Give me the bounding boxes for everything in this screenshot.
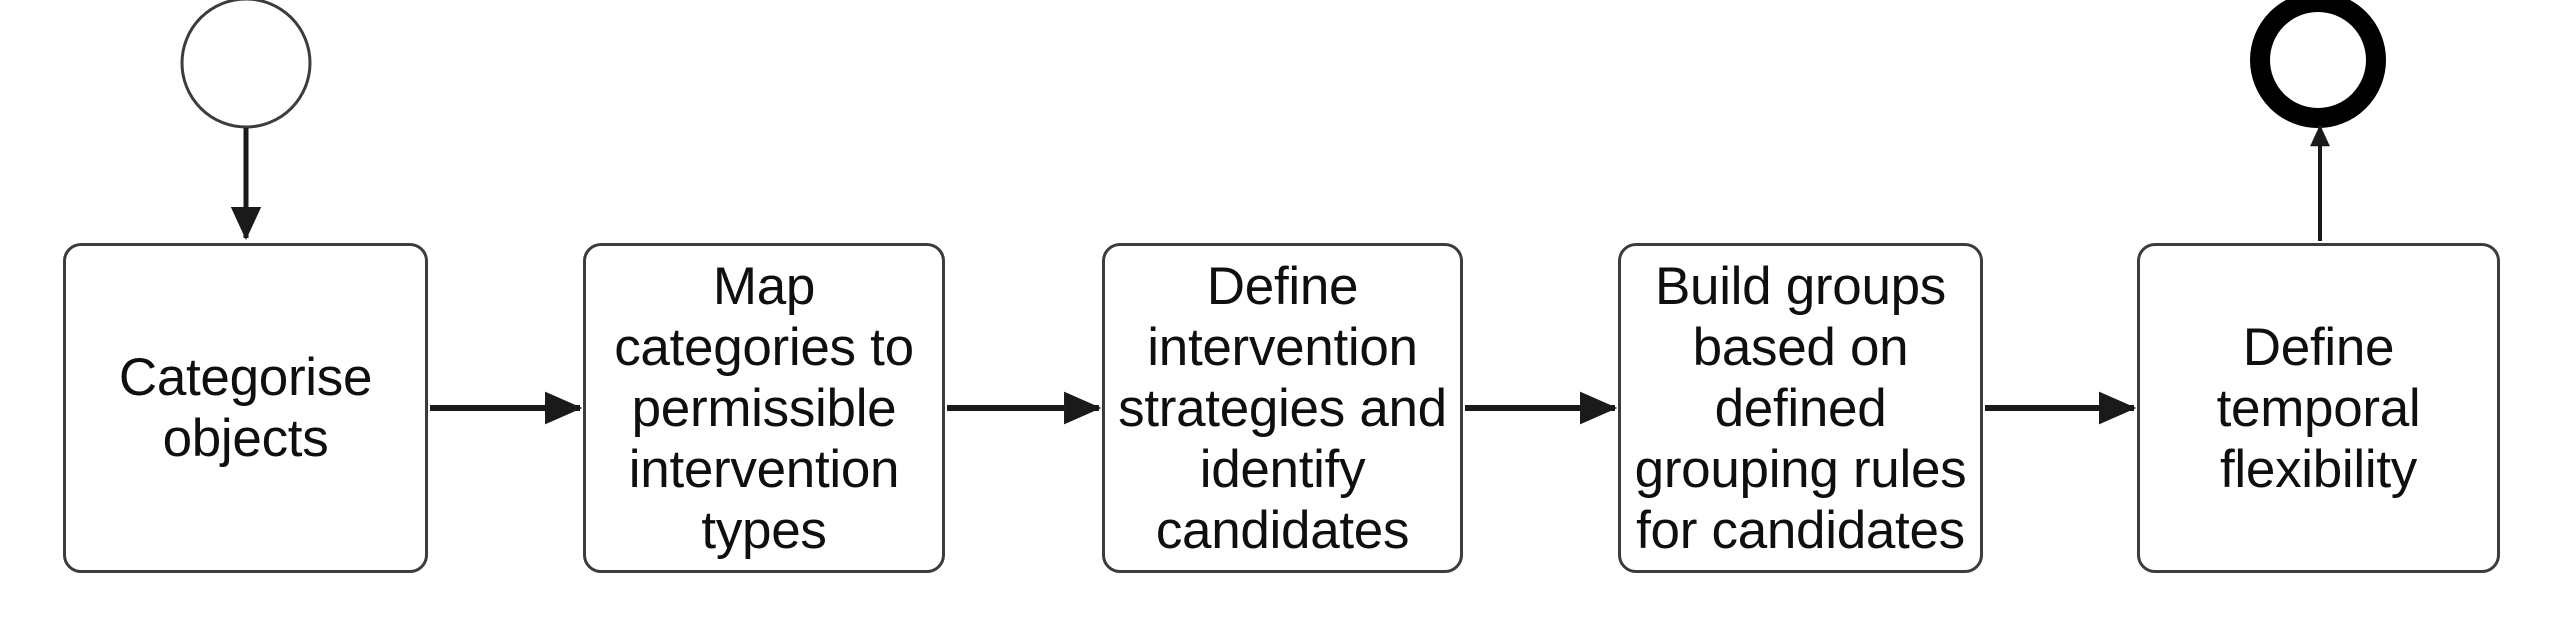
node-define-temporal-flexibility[interactable]: Define temporal flexibility — [2137, 243, 2500, 573]
node-label-categorise-objects: Categorise objects — [118, 348, 373, 468]
node-label-map-categories: Map categories to permissible interventi… — [614, 256, 914, 560]
node-label-define-intervention-strategies: Define intervention strategies and ident… — [1118, 256, 1447, 560]
node-map-categories[interactable]: Map categories to permissible interventi… — [583, 243, 945, 573]
node-label-define-temporal-flexibility: Define temporal flexibility — [2216, 317, 2421, 499]
start-event-circle — [180, 0, 312, 129]
node-categorise-objects[interactable]: Categorise objects — [63, 243, 428, 573]
node-build-groups[interactable]: Build groups based on defined grouping r… — [1618, 243, 1983, 573]
node-define-intervention-strategies[interactable]: Define intervention strategies and ident… — [1102, 243, 1463, 573]
end-event-circle — [2250, 0, 2386, 128]
node-label-build-groups: Build groups based on defined grouping r… — [1634, 256, 1967, 560]
